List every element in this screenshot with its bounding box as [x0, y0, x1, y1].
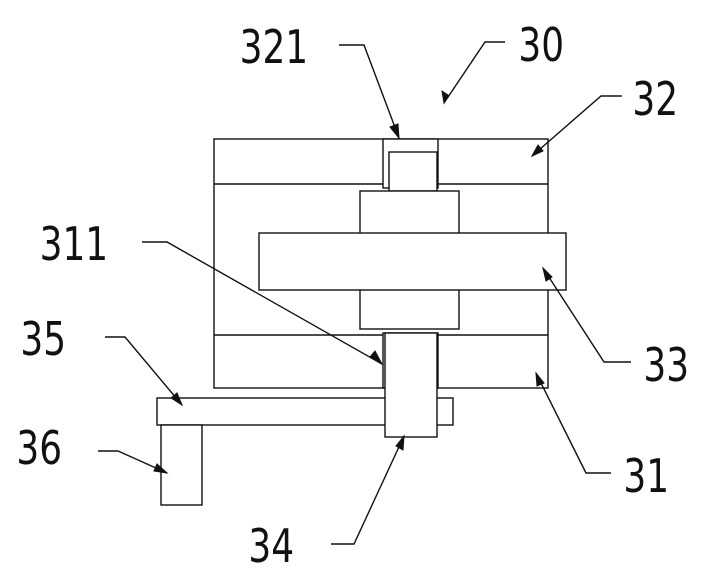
label-321: 321 [240, 21, 308, 75]
label-34: 34 [248, 520, 294, 574]
leader-32 [531, 95, 622, 157]
label-32: 32 [632, 73, 678, 127]
leader-30 [443, 41, 505, 104]
arrowhead-35 [170, 392, 184, 407]
label-36: 36 [16, 422, 62, 476]
arrowhead-31 [535, 371, 545, 387]
arrowhead-34 [395, 434, 405, 451]
leader-33 [542, 267, 631, 363]
leader-31 [535, 372, 611, 474]
label-30: 30 [518, 19, 564, 73]
leader-321 [339, 44, 400, 139]
arrowhead-311 [369, 350, 384, 366]
foot-36 [160, 424, 203, 506]
arrowhead-32 [530, 144, 544, 158]
leader-311 [142, 241, 383, 365]
label-35: 35 [20, 313, 66, 367]
leader-34 [331, 435, 405, 545]
arrowhead-36 [153, 463, 169, 474]
horizontal-bar-33 [258, 232, 567, 291]
shaft-34 [384, 332, 438, 438]
leader-35 [105, 336, 183, 406]
leader-36 [98, 450, 168, 474]
label-33: 33 [643, 339, 689, 393]
arrowhead-33 [542, 266, 553, 282]
top-pin-321 [388, 151, 438, 192]
label-311: 311 [40, 218, 108, 272]
arrowhead-321 [389, 123, 400, 140]
label-31: 31 [623, 450, 669, 504]
arrowhead-30 [441, 89, 449, 105]
